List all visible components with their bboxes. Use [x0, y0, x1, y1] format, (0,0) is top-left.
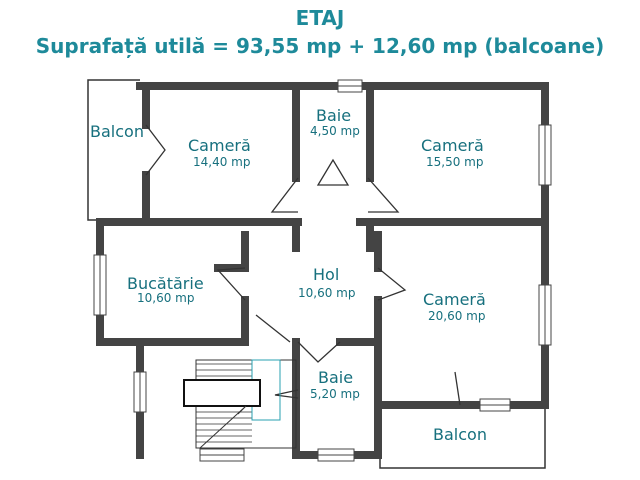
- room-label-baie-2: Baie: [318, 368, 353, 387]
- room-label-hol: Hol: [313, 265, 339, 284]
- room-area-hol: 10,60 mp: [298, 286, 355, 300]
- room-area-baie-1: 4,50 mp: [310, 124, 360, 138]
- room-area-camera-3: 20,60 mp: [428, 309, 485, 323]
- room-label-bucatarie: Bucătărie: [127, 274, 204, 293]
- room-area-baie-2: 5,20 mp: [310, 387, 360, 401]
- room-label-balcon-left: Balcon: [90, 122, 144, 141]
- room-area-camera-1: 14,40 mp: [193, 155, 250, 169]
- room-label-baie-1: Baie: [316, 106, 351, 125]
- room-label-camera-2: Cameră: [421, 136, 484, 155]
- room-label-balcon-right: Balcon: [433, 425, 487, 444]
- staircase-icon: [183, 359, 297, 449]
- room-area-camera-2: 15,50 mp: [426, 155, 483, 169]
- room-area-bucatarie: 10,60 mp: [137, 291, 194, 305]
- plan-subtitle: Suprafață utilă = 93,55 mp + 12,60 mp (b…: [35, 34, 605, 58]
- windows: [93, 79, 552, 462]
- doors: [145, 124, 461, 406]
- room-label-camera-3: Cameră: [423, 290, 486, 309]
- plan-title: ETAJ: [295, 6, 345, 30]
- room-label-camera-1: Cameră: [188, 136, 251, 155]
